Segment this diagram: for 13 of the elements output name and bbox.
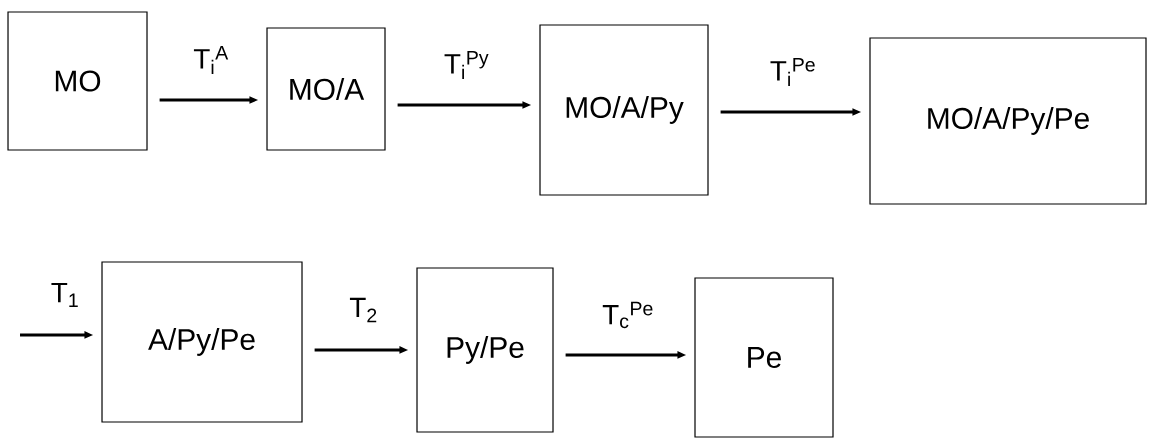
state-box: Pe bbox=[694, 277, 834, 438]
state-box: MO/A bbox=[266, 27, 386, 151]
state-box: Py/Pe bbox=[416, 267, 554, 433]
edge-label: T$_{i}$Py bbox=[444, 50, 489, 79]
edge-label: T$_{i}$Pe bbox=[770, 57, 815, 86]
edge-label: T$_{2}$ bbox=[349, 297, 377, 323]
state-box: MO/A/Py/Pe bbox=[869, 37, 1147, 205]
state-box: MO bbox=[7, 11, 148, 151]
state-box: A/Py/Pe bbox=[101, 261, 303, 423]
edge-label: T$_{1}$ bbox=[51, 282, 78, 308]
edge-label: T$_{i}$A bbox=[193, 45, 229, 74]
state-box: MO/A/Py bbox=[539, 24, 709, 196]
edge-label: T$_{c}$Pe bbox=[602, 301, 653, 329]
